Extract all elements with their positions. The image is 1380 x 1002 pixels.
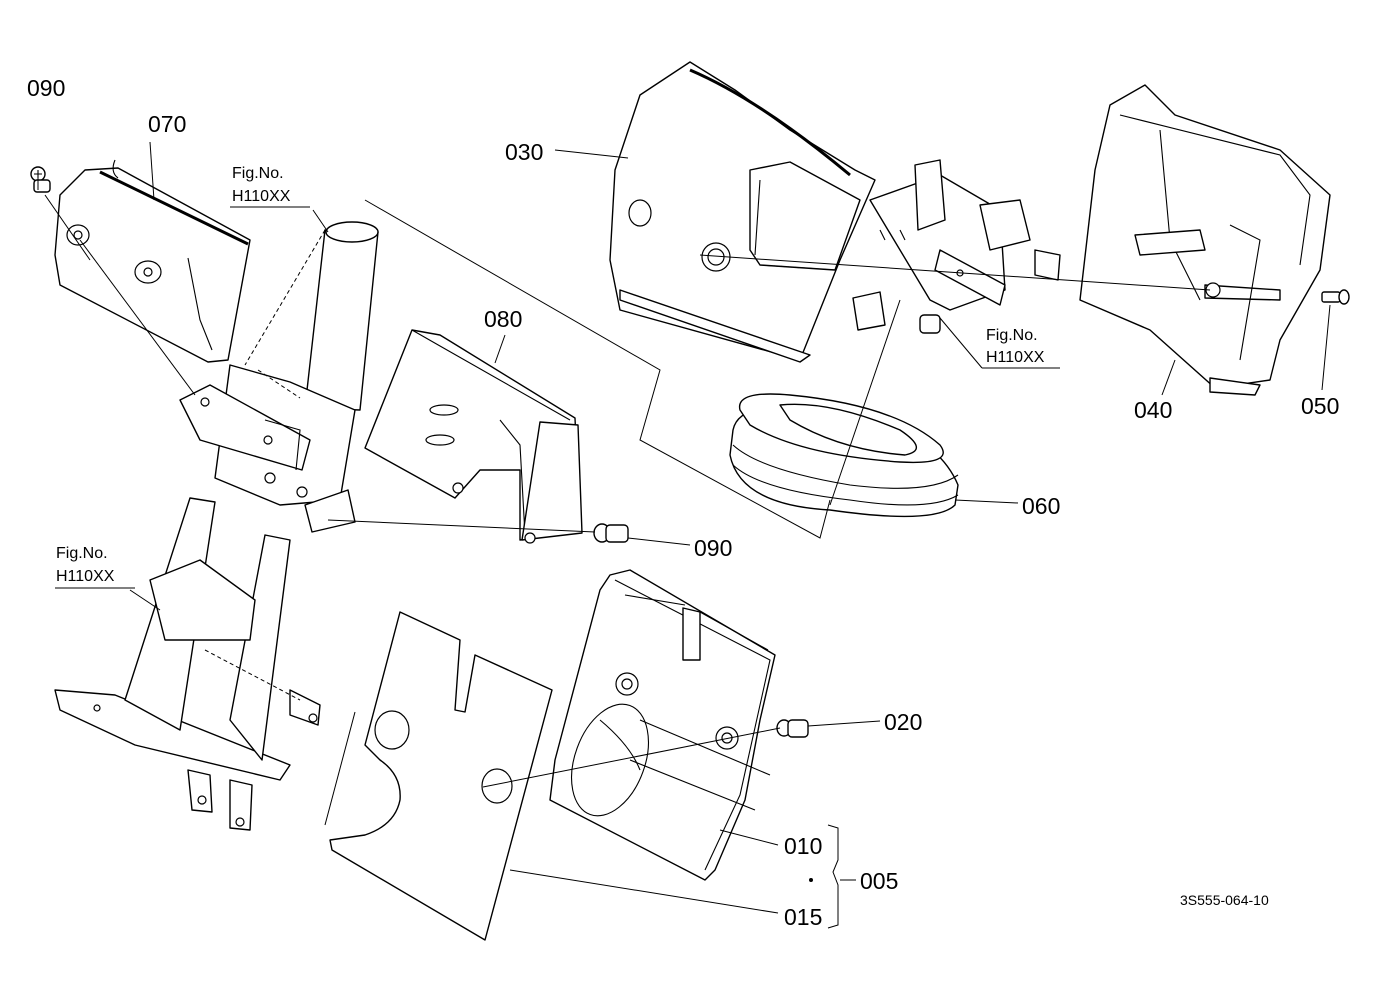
steering-column-bracket xyxy=(179,221,379,533)
label-070: 070 xyxy=(148,111,186,137)
fig-ref-frame: Fig.No. H110XX xyxy=(56,545,115,585)
fig-ref-column: Fig.No. H110XX xyxy=(232,165,291,205)
part-060-bellows xyxy=(729,393,959,518)
part-030-upper-cover xyxy=(609,61,876,363)
part-010-lower-cover xyxy=(549,569,776,881)
fig-ref-column-line1: Fig.No. xyxy=(232,165,284,182)
label-010: 010 xyxy=(784,833,822,859)
fig-ref-frame-line2: H110XX xyxy=(56,568,115,585)
part-080-panel xyxy=(364,329,583,544)
label-090-upper-left: 090 xyxy=(27,75,65,101)
label-030: 030 xyxy=(505,139,543,165)
separator-dot xyxy=(809,878,813,882)
switch-bracket-assembly xyxy=(852,159,1061,334)
label-060: 060 xyxy=(1022,493,1060,519)
label-080: 080 xyxy=(484,306,522,332)
part-070-cover xyxy=(54,159,251,363)
screw-050 xyxy=(1321,289,1350,305)
label-005: 005 xyxy=(860,868,898,894)
fig-ref-frame-line1: Fig.No. xyxy=(56,545,108,562)
screw-090-middle xyxy=(593,523,629,543)
part-040-right-cover xyxy=(1079,84,1331,396)
screw-020 xyxy=(776,719,809,738)
label-040: 040 xyxy=(1134,397,1172,423)
label-090-middle: 090 xyxy=(694,535,732,561)
label-015: 015 xyxy=(784,904,822,930)
leader-lines xyxy=(37,141,1331,929)
label-050: 050 xyxy=(1301,393,1339,419)
part-labels: 090 070 030 080 090 060 040 050 020 010 … xyxy=(27,75,1339,930)
lower-frame-bracket xyxy=(54,497,321,831)
label-020: 020 xyxy=(884,709,922,735)
screw-090-upper-left xyxy=(30,166,51,193)
drawing-code: 3S555-064-10 xyxy=(1180,892,1269,908)
fig-ref-switch: Fig.No. H110XX xyxy=(986,327,1045,366)
fig-ref-column-line2: H110XX xyxy=(232,188,291,205)
part-015-gasket xyxy=(329,611,553,941)
fig-ref-switch-line2: H110XX xyxy=(986,349,1045,366)
fig-ref-switch-line1: Fig.No. xyxy=(986,327,1038,344)
